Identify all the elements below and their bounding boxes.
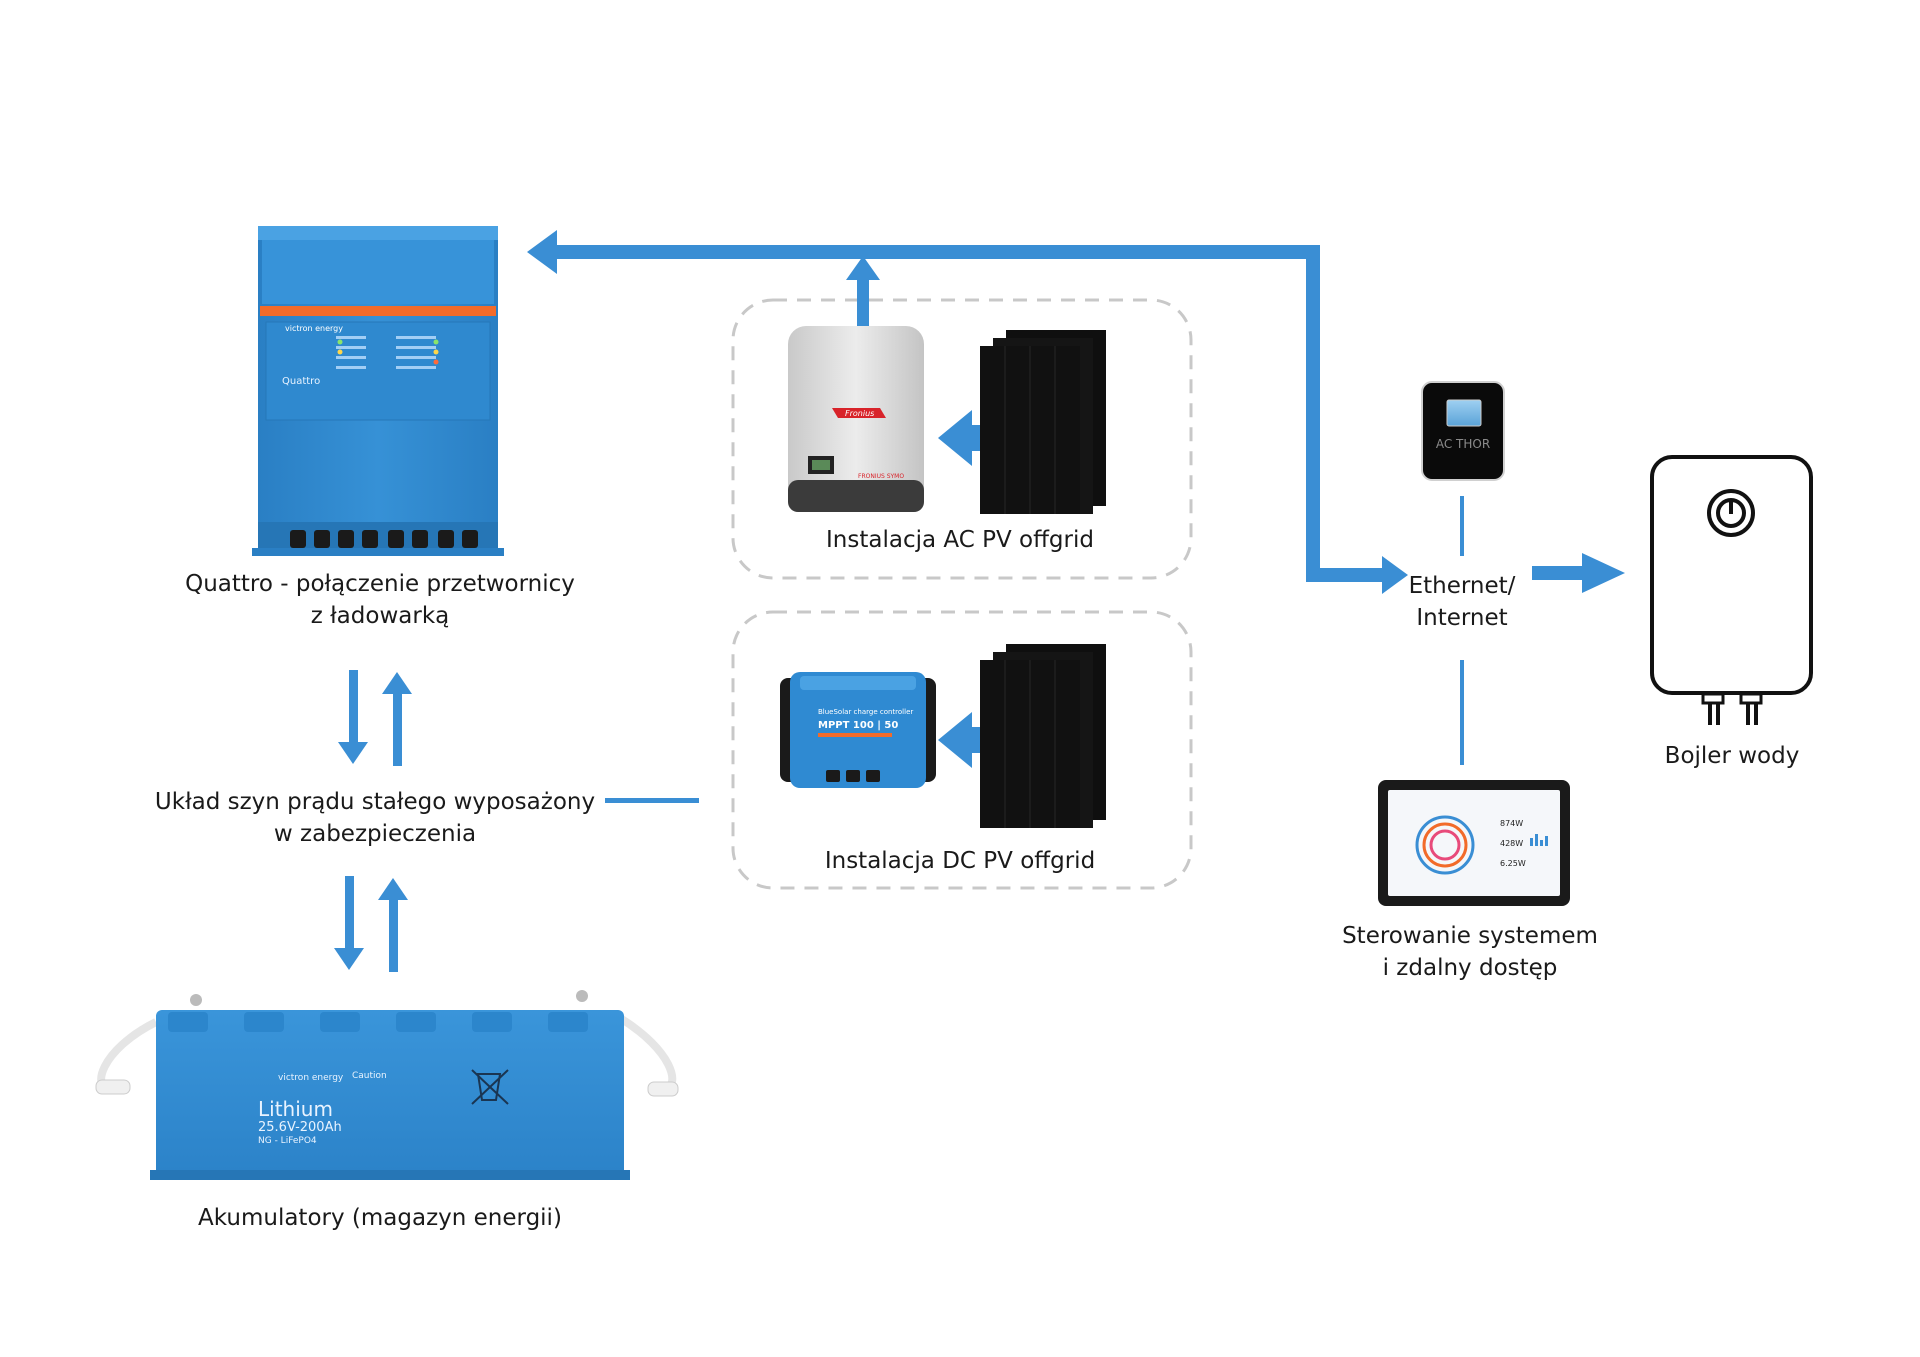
water-boiler [1650,455,1813,725]
quattro-label-line2: z ładowarką [310,603,450,629]
ac-pv-label-text: Instalacja AC PV offgrid [826,527,1094,553]
network-label-line2: Internet [1416,605,1508,631]
network-label: Ethernet/ Internet [1382,570,1542,634]
dc-bus-label: Układ szyn prądu stałego wyposażony w za… [140,786,610,850]
acthor-device: AC THOR [1421,381,1505,481]
battery-down-arrowhead [334,948,364,970]
power-icon-ring [1707,489,1755,537]
ac-pv-group-border [731,298,1193,580]
acthor-screen-text: AC THOR [1436,437,1490,451]
quattro-model: Quattro [282,376,320,387]
acthor-network-line [1460,496,1464,556]
dc-bus-label-line1: Układ szyn prądu stałego wyposażony [154,789,596,815]
fronius-model: FRONIUS SYMO [858,473,904,480]
battery-brand: victron energy [278,1073,344,1083]
fronius-output-arrowhead [846,256,880,280]
quattro-label-line1: Quattro - połączenie przetwornicy [185,571,575,597]
gx-touch-tablet: 874W 428W 6.25W [1378,780,1570,906]
dc-solar-panels [980,644,1106,828]
dc-bus-link-line [605,798,699,803]
battery-title: Lithium [258,1097,333,1121]
fronius-brand: Fronius [845,409,874,418]
gx-readout-3: 6.25W [1500,859,1526,868]
quattro-inverter: victron energy Quattro [252,226,504,556]
quattro-label: Quattro - połączenie przetwornicy z łado… [170,568,590,632]
ac-solar-panels [980,330,1106,514]
battery-spec: 25.6V-200Ah [258,1120,342,1135]
gx-readout-1: 874W [1500,819,1523,828]
boiler-label-text: Bojler wody [1664,743,1800,769]
gx-touch-label-line1: Sterowanie systemem [1342,923,1598,949]
boiler-label: Bojler wody [1632,740,1832,772]
gx-touch-label-line2: i zdalny dostęp [1382,955,1558,981]
quattro-up-arrowhead [382,672,412,694]
network-arrowhead [1382,556,1408,594]
quattro-brand: victron energy [285,324,343,333]
battery-label: Akumulatory (magazyn energii) [170,1202,590,1234]
gx-readout-2: 428W [1500,839,1523,848]
quattro-down-arrowhead [338,742,368,764]
battery-label-text: Akumulatory (magazyn energii) [198,1205,562,1231]
dc-pv-label-text: Instalacja DC PV offgrid [824,848,1096,874]
dc-panel-arrowhead [938,712,972,768]
ac-pv-label: Instalacja AC PV offgrid [780,524,1140,556]
lithium-battery: victron energy Lithium 25.6V-200Ah NG - … [95,990,679,1180]
battery-up-arrowhead [378,878,408,900]
mppt-orange-stripe [818,733,892,737]
battery-caution: Caution [352,1071,387,1081]
mppt-line2: MPPT 100 | 50 [818,720,898,731]
vertical-line-to-network [1306,245,1320,582]
boiler-arrowhead [1582,553,1625,593]
dc-pv-label: Instalacja DC PV offgrid [780,845,1140,877]
gx-touch-label: Sterowanie systemem i zdalny dostęp [1330,920,1610,984]
mppt-controller: BlueSolar charge controller MPPT 100 | 5… [780,672,936,788]
top-return-arrowhead [527,230,557,274]
gx-network-line [1460,660,1464,765]
boiler-arrow-body [1532,566,1582,580]
top-return-line [548,245,1320,259]
dc-pv-group-border [731,610,1193,890]
fronius-inverter: Fronius FRONIUS SYMO [788,326,924,512]
mppt-line1: BlueSolar charge controller [818,708,913,716]
battery-recycle-icon [471,1069,509,1105]
quattro-orange-stripe [260,306,496,316]
ac-panel-arrowhead [938,410,972,466]
horizontal-line-to-network [1306,568,1396,582]
dc-bus-label-line2: w zabezpieczenia [273,821,477,847]
network-label-line1: Ethernet/ [1408,573,1516,599]
battery-chem: NG - LiFePO4 [258,1136,317,1146]
